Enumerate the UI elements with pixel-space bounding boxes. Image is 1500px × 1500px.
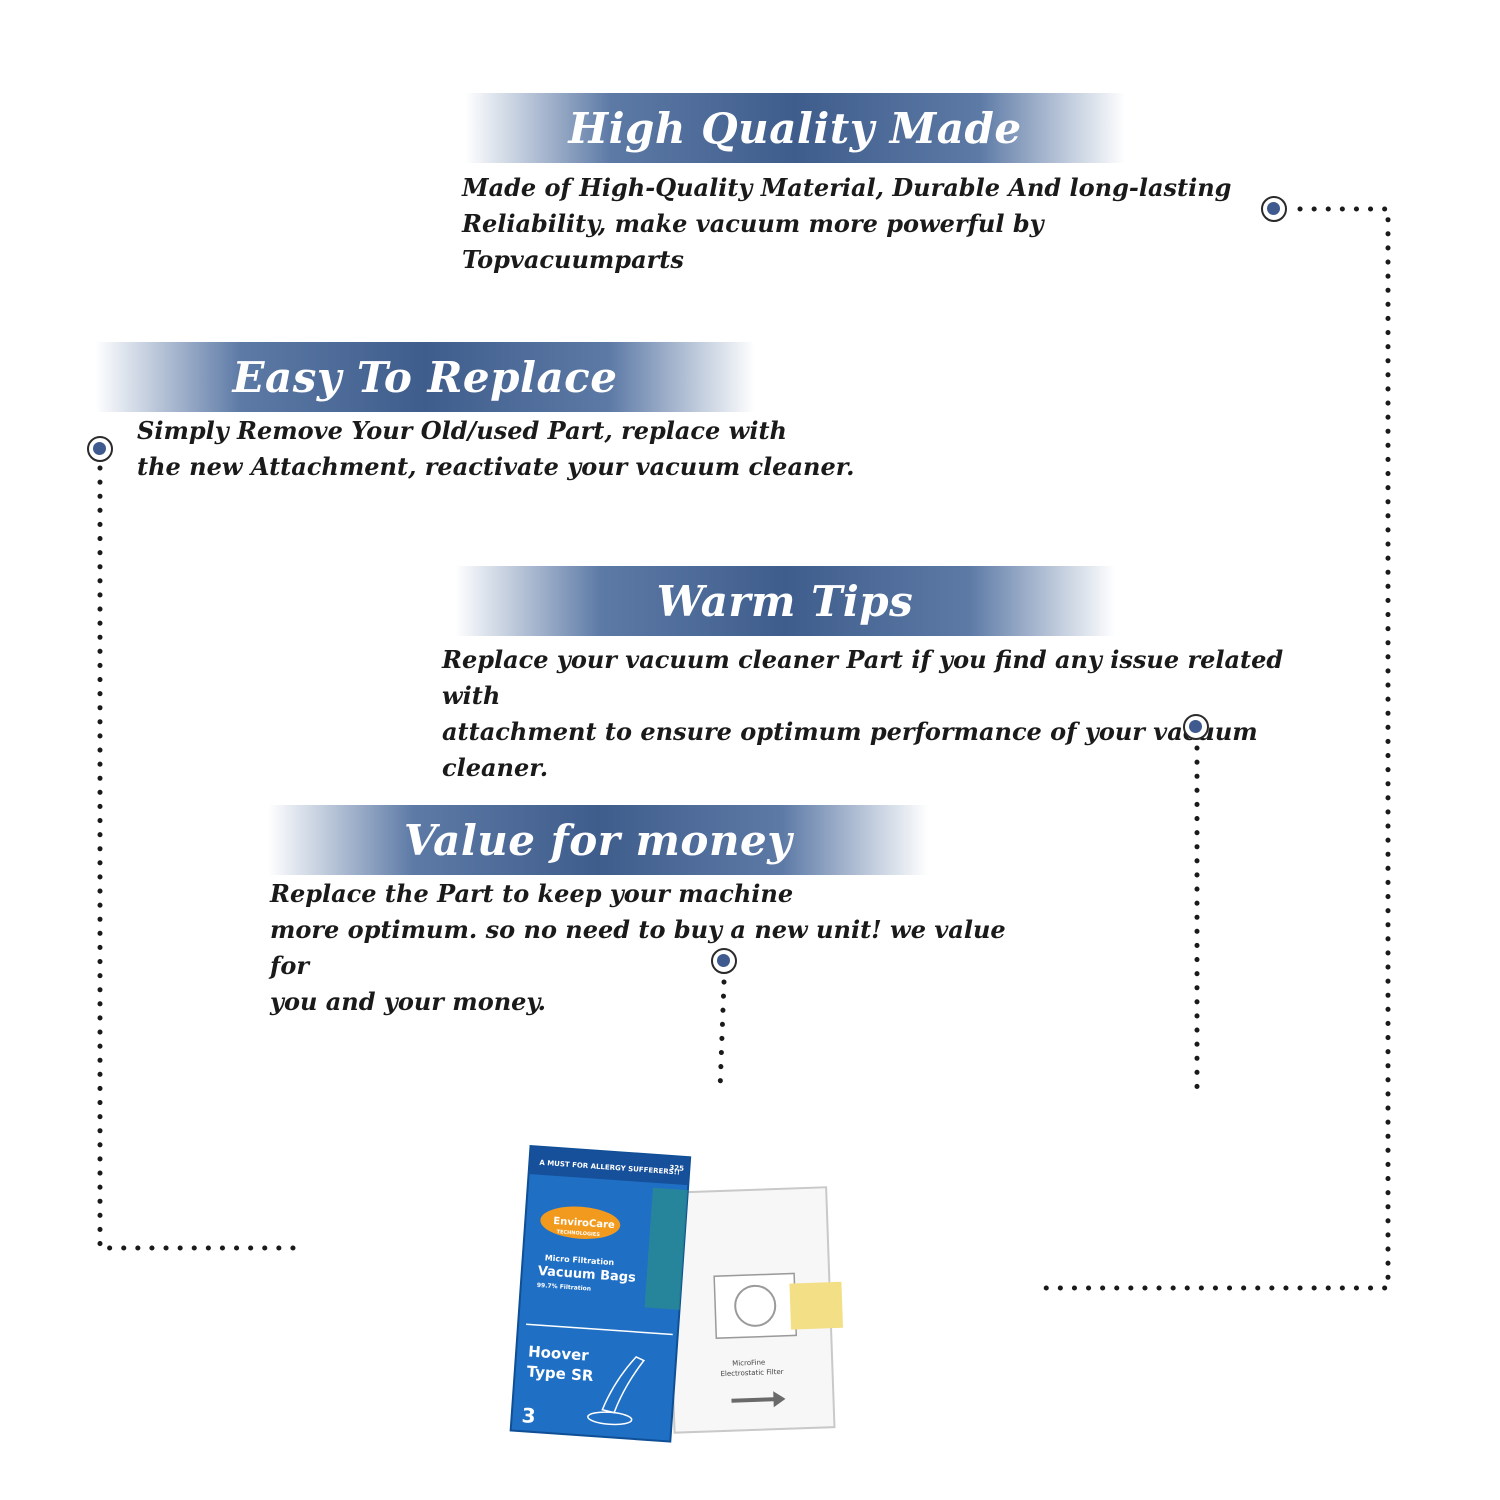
package-brand-sub: TECHNOLOGIES [556, 1229, 600, 1238]
banner-easy-replace: Easy To Replace [95, 342, 755, 412]
banner-warm-tips: Warm Tips [455, 566, 1115, 636]
arrow-icon [731, 1391, 786, 1408]
connector-easy-replace [97, 465, 299, 1251]
section-text-easy-replace: Simply Remove Your Old/used Part, replac… [137, 416, 855, 481]
package-model-type: Type SR [526, 1362, 594, 1385]
product-image: MicroFine Electrostatic Filter A MUST FO… [509, 1145, 844, 1443]
filter-label-2: Electrostatic Filter [720, 1368, 783, 1378]
section-title-warm-tips: Warm Tips [656, 576, 914, 626]
marker-icon [711, 948, 737, 974]
package-count: 3 [521, 1403, 537, 1428]
package-brand: EnviroCare [553, 1216, 615, 1231]
banner-high-quality: High Quality Made [465, 93, 1125, 163]
section-text-warm-tips: Replace your vacuum cleaner Part if you … [442, 645, 1284, 782]
package-part-number: 325 [669, 1164, 684, 1173]
connector-high-quality [1035, 206, 1391, 1291]
brand-logo [540, 1206, 621, 1239]
bag-tab [789, 1281, 844, 1330]
section-text-value: Replace the Part to keep your machine mo… [270, 879, 1006, 1016]
filter-label-1: MicroFine [732, 1359, 765, 1368]
package-model-brand: Hoover [528, 1342, 590, 1364]
section-text-high-quality: Made of High-Quality Material, Durable A… [462, 173, 1232, 274]
connector-value [717, 979, 727, 1093]
vacuum-icon [601, 1356, 646, 1414]
section-title-easy-replace: Easy To Replace [232, 352, 618, 402]
marker-icon [1261, 196, 1287, 222]
marker-icon [1183, 714, 1209, 740]
package-line-2: Vacuum Bags [537, 1264, 636, 1286]
section-title-high-quality: High Quality Made [568, 103, 1022, 153]
package-filtration: 99.7% Filtration [537, 1282, 592, 1293]
section-title-value: Value for money [403, 815, 793, 865]
banner-value: Value for money [268, 805, 928, 875]
marker-icon [87, 436, 113, 462]
